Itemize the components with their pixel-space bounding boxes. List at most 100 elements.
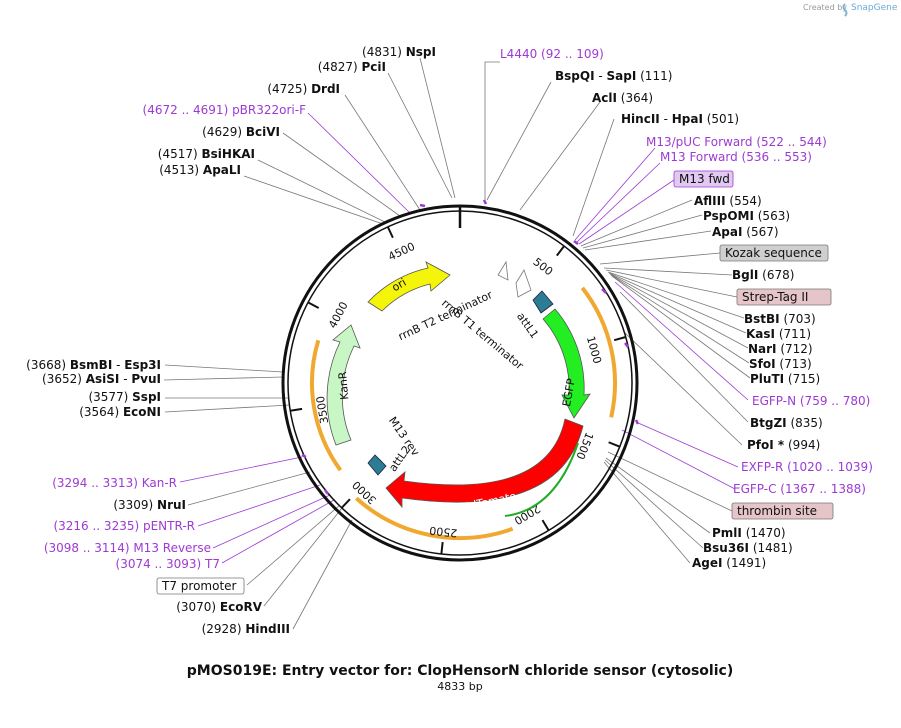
feature-label-rrnb-t1: rrnB T1 terminator [439, 297, 526, 373]
site-label-text: (3070) EcoRV [176, 600, 263, 614]
site-label[interactable]: (3577) SspI [88, 390, 161, 404]
feature-box-label: Strep-Tag II [742, 290, 808, 304]
site-label-text: (4513) ApaLI [159, 163, 241, 177]
feature-label-egfp: EGFP [560, 377, 578, 408]
site-label-text: PfoI * (994) [747, 438, 820, 452]
site-label[interactable]: PspOMI (563) [703, 209, 790, 223]
site-label[interactable]: M13 fwd [673, 170, 734, 188]
site-label-text: BglI (678) [732, 268, 794, 282]
tick-mark [386, 226, 394, 239]
site-label[interactable]: (3668) BsmBI - Esp3I [26, 358, 161, 372]
site-label-text: (4629) BciVI [202, 125, 280, 139]
site-label-text: (4831) NspI [362, 45, 436, 59]
site-label[interactable]: NarI (712) [748, 342, 813, 356]
site-label[interactable]: AgeI (1491) [692, 556, 766, 570]
site-label[interactable]: L4440 (92 .. 109) [500, 47, 604, 61]
site-label[interactable]: (3309) NruI [113, 498, 186, 512]
site-label[interactable]: (3652) AsiSI - PvuI [42, 372, 161, 386]
site-label[interactable]: Kozak sequence [719, 244, 829, 262]
feature-box-label: T7 promoter [161, 579, 237, 593]
feature-box [731, 502, 834, 520]
tick-label: 3000 [350, 478, 379, 507]
feature-box [673, 170, 734, 188]
feature-arcs [310, 286, 617, 540]
feature-box-label: Kozak sequence [725, 246, 822, 260]
site-label[interactable]: EGFP-C (1367 .. 1388) [733, 482, 866, 496]
site-label[interactable]: (3564) EcoNI [79, 405, 161, 419]
site-label[interactable]: BspQI - SapI (111) [555, 69, 672, 83]
site-label-text: EXFP-R (1020 .. 1039) [741, 460, 873, 474]
snapgene-logo-icon [842, 3, 848, 17]
site-label[interactable]: T7 promoter [156, 577, 245, 595]
feature-attl2: attL2 M13 rev [367, 414, 422, 476]
site-label[interactable]: (3098 .. 3114) M13 Reverse [44, 541, 211, 555]
orange-feature-arc [355, 496, 514, 540]
site-label-text: (4827) PciI [318, 60, 386, 74]
site-label[interactable]: (4629) BciVI [202, 125, 280, 139]
site-label-text: (3309) NruI [113, 498, 186, 512]
site-labels-left: (4831) NspI(4827) PciI (4725) DrdI (4672 .… [26, 45, 436, 636]
site-label[interactable]: (4517) BsiHKAI [158, 147, 255, 161]
feature-kanr: KanR [326, 324, 361, 446]
site-label[interactable]: (3070) EcoRV [176, 600, 263, 614]
feature-box [156, 577, 245, 595]
site-label[interactable]: PmlI (1470) [712, 526, 786, 540]
map-title: pMOS019E: Entry vector for: ClopHensorN … [187, 663, 733, 679]
site-label-text: HincII - HpaI (501) [621, 112, 739, 126]
site-label-text: PspOMI (563) [703, 209, 790, 223]
site-label[interactable]: AflIII (554) [694, 194, 762, 208]
site-label[interactable]: (4672 .. 4691) pBR322ori-F [143, 103, 307, 117]
site-label[interactable]: (4831) NspI [362, 45, 436, 59]
site-label[interactable]: PfoI * (994) [747, 438, 820, 452]
site-label-text: (3564) EcoNI [79, 405, 161, 419]
site-label-text: M13/pUC Forward (522 .. 544) [646, 135, 827, 149]
site-label[interactable]: Strep-Tag II [736, 288, 832, 306]
feature-egfp: EGFP [542, 308, 591, 419]
map-length: 4833 bp [437, 680, 482, 693]
site-label-text: AgeI (1491) [692, 556, 766, 570]
credit-brand: SnapGene [851, 3, 898, 13]
site-label[interactable]: AclI (364) [592, 91, 653, 105]
site-label-text: (4725) DrdI [267, 82, 340, 96]
site-label[interactable]: (3294 .. 3313) Kan-R [52, 476, 177, 490]
site-label-text: AclI (364) [592, 91, 653, 105]
site-label[interactable]: (3074 .. 3093) T7 [116, 557, 220, 571]
tick-mark [613, 336, 627, 342]
site-label[interactable]: Bsu36I (1481) [703, 541, 793, 555]
feature-label-ori: ori [390, 276, 409, 294]
site-label[interactable]: (2928) HindIII [202, 622, 290, 636]
site-label[interactable]: KasI (711) [746, 327, 811, 341]
tick-mark [541, 519, 550, 531]
site-label[interactable]: HincII - HpaI (501) [621, 112, 739, 126]
site-label[interactable]: BglI (678) [732, 268, 794, 282]
site-label[interactable]: SfoI (713) [749, 357, 812, 371]
site-label[interactable]: (4827) PciI [318, 60, 386, 74]
site-label-text: (2928) HindIII [202, 622, 290, 636]
feature-label-kanr: KanR [336, 371, 351, 401]
site-label[interactable]: (3216 .. 3235) pENTR-R [53, 519, 195, 533]
site-label-text: NarI (712) [748, 342, 813, 356]
site-label[interactable]: BstBI (703) [744, 312, 816, 326]
site-label[interactable]: (4725) DrdI [267, 82, 340, 96]
orange-feature-arc [310, 339, 343, 472]
site-label[interactable]: PluTI (715) [750, 372, 820, 386]
site-label-text: L4440 (92 .. 109) [500, 47, 604, 61]
site-label[interactable]: BtgZI (835) [750, 416, 823, 430]
site-label[interactable]: EGFP-N (759 .. 780) [752, 394, 870, 408]
site-label[interactable]: M13 Forward (536 .. 553) [660, 150, 812, 164]
site-label-text: Bsu36I (1481) [703, 541, 793, 555]
site-label[interactable]: EXFP-R (1020 .. 1039) [741, 460, 873, 474]
feature-label-attl1: attL1 [514, 310, 541, 341]
feature-tdtomato: tdTomato [385, 418, 584, 513]
credit-prefix: Created by [803, 3, 847, 12]
site-label[interactable]: M13/pUC Forward (522 .. 544) [646, 135, 827, 149]
tick-mark [440, 541, 444, 555]
tick-mark [556, 245, 565, 257]
site-label[interactable]: thrombin site [731, 502, 834, 520]
tick-label: 4000 [326, 300, 351, 331]
tick-label: 2500 [429, 524, 458, 540]
site-label[interactable]: (4513) ApaLI [159, 163, 241, 177]
site-label[interactable]: ApaI (567) [712, 225, 779, 239]
site-label-text: EGFP-N (759 .. 780) [752, 394, 870, 408]
